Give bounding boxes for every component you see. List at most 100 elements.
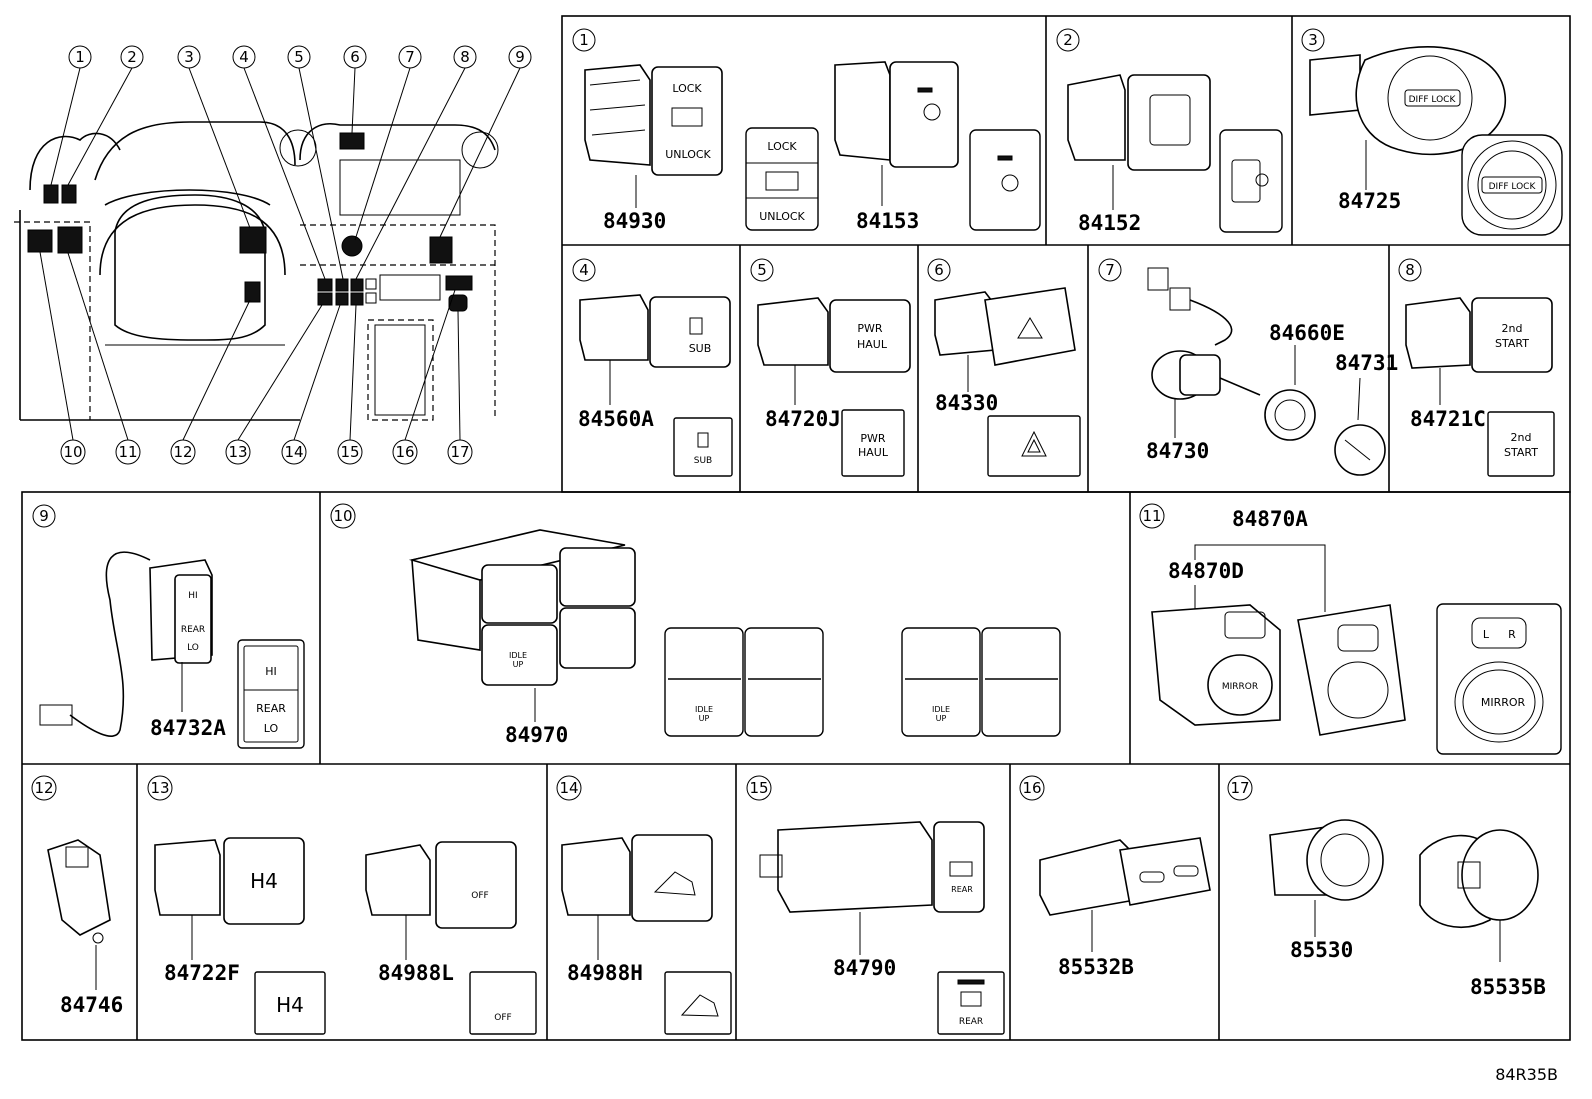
cell-3-number: 3	[1308, 31, 1318, 49]
headlight-level-icon	[923, 103, 941, 121]
part-84970: 84970	[505, 723, 568, 747]
cell-2-number: 2	[1063, 31, 1073, 49]
cell-15-number: 15	[749, 779, 768, 797]
cell-4: 4 SUB 84560A SUB	[572, 258, 733, 477]
cell-5: 5 PWR HAUL 84720J PWR HAUL	[750, 258, 911, 477]
cell-12: 12 84746	[31, 775, 123, 1017]
cell-15-rear-text: REAR	[951, 885, 973, 894]
cell-11-r-text: R	[1508, 628, 1516, 641]
cell-9-lo-text: LO	[187, 643, 199, 653]
cell-11-inset-mirror: MIRROR	[1481, 696, 1526, 709]
part-85532B: 85532B	[1058, 955, 1134, 979]
part-84721C: 84721C	[1410, 407, 1486, 431]
overview-callout-6: 6	[350, 48, 360, 66]
part-84730: 84730	[1146, 439, 1209, 463]
cell-10-inset-b-up: UP	[936, 714, 947, 723]
cell-10-inset-a-up: UP	[699, 714, 710, 723]
hazard-inset	[987, 415, 1081, 477]
overview-callout-7: 7	[405, 48, 415, 66]
headlight-level-inset-icon	[1001, 174, 1019, 192]
cell-11: 11 84870A 84870D MIRROR L R MIRROR	[1139, 503, 1562, 755]
overview-callout-12: 12	[173, 443, 192, 461]
overview-leaders	[39, 67, 521, 441]
cell-1-lock-text: LOCK	[672, 82, 702, 95]
part-84988L: 84988L	[378, 961, 454, 985]
cell-7: 7 84730 84660E 84731	[1098, 258, 1398, 476]
cell-3: 3 DIFF LOCK 84725 DIFF LOCK	[1301, 28, 1563, 236]
h4-inset	[254, 971, 326, 1035]
headlight-level-inset	[969, 129, 1041, 231]
overview-callouts-top: 1 2 3 4 5 6 7 8 9	[68, 45, 532, 69]
overview-callouts-bottom: 10 11 12 13 14 15 16 17	[60, 439, 473, 465]
part-85530: 85530	[1290, 938, 1353, 962]
cell-8-inset-start: START	[1504, 446, 1538, 459]
cell-17-number: 17	[1230, 779, 1249, 797]
hazard-inset-icon	[1021, 430, 1047, 457]
cell-9-hi-text: HI	[188, 591, 197, 601]
dashboard-overview: 1 2 3 4 5 6 7 8 9 10 11 12 13 14 15 16 1…	[14, 45, 532, 465]
cell-2: 2 84152	[1056, 28, 1283, 235]
overview-callout-15: 15	[340, 443, 359, 461]
cell-13-number: 13	[150, 779, 169, 797]
part-84330: 84330	[935, 391, 998, 415]
cell-14: 14 84988H	[556, 775, 732, 1035]
idle-up-inset-b: IDLE UP	[901, 627, 1061, 737]
part-84732A: 84732A	[150, 716, 226, 740]
cell-5-number: 5	[757, 261, 767, 279]
rear-defog-inset	[937, 971, 1005, 1035]
beam-icon	[1255, 173, 1269, 187]
cell-1-inset-unlock: UNLOCK	[759, 210, 805, 223]
cell-13-inset-h4: H4	[276, 993, 304, 1017]
cell-9-inset-hi: HI	[265, 665, 277, 678]
cell-9-inset-rear: REAR	[256, 702, 286, 715]
second-start-inset	[1487, 411, 1555, 477]
cell-8-number: 8	[1405, 261, 1415, 279]
cell-13-off-text: OFF	[471, 891, 488, 901]
overview-callout-10: 10	[63, 443, 82, 461]
headlight-beam-inset	[1219, 129, 1283, 233]
overview-callout-13: 13	[228, 443, 247, 461]
part-84988H: 84988H	[567, 961, 643, 985]
cell-17: 17 85530 85535B	[1227, 775, 1546, 999]
cell-3-inset-diff: DIFF LOCK	[1489, 182, 1537, 192]
seat-heater-inset	[237, 639, 305, 749]
part-84560A: 84560A	[578, 407, 654, 431]
fuel-inset-icon	[697, 432, 709, 448]
cell-4-number: 4	[579, 261, 589, 279]
cell-10-idle-text: IDLE	[509, 651, 527, 660]
pwr-haul-inset	[841, 409, 905, 477]
cell-4-sub-text: SUB	[689, 342, 712, 355]
cell-16: 16 85532B	[1019, 775, 1211, 979]
cell-11-mirror-text: MIRROR	[1222, 682, 1258, 692]
cell-16-number: 16	[1022, 779, 1041, 797]
part-84930: 84930	[603, 209, 666, 233]
fuel-icon	[689, 317, 703, 335]
cell-5-haul-text: HAUL	[857, 338, 888, 351]
cell-5-pwr-text: PWR	[857, 322, 883, 335]
cell-10-up-text: UP	[513, 660, 524, 669]
part-84870D: 84870D	[1168, 559, 1244, 583]
hill-descent-inset	[664, 971, 732, 1035]
overview-callout-3: 3	[184, 48, 194, 66]
cell-8-inset-2nd: 2nd	[1511, 431, 1532, 444]
traction-off-inset	[469, 971, 537, 1035]
part-84731: 84731	[1335, 351, 1398, 375]
cell-1-inset-lock: LOCK	[767, 140, 797, 153]
cell-3-diff-text: DIFF LOCK	[1409, 95, 1457, 105]
cell-9: 9 HI REAR LO 84732A HI REAR LO	[32, 504, 305, 749]
overview-callout-11: 11	[118, 443, 137, 461]
cell-1-number: 1	[579, 31, 589, 49]
cell-13: 13 H4 84722F H4 OFF 84988L OFF	[147, 775, 537, 1035]
cell-8-2nd-text: 2nd	[1502, 322, 1523, 335]
overview-callout-9: 9	[515, 48, 525, 66]
part-84725: 84725	[1338, 189, 1401, 213]
cell-15-inset-rear: REAR	[959, 1017, 983, 1027]
cell-6: 6 84330	[927, 258, 1081, 477]
hazard-icon	[1017, 317, 1043, 339]
part-84720J: 84720J	[765, 407, 841, 431]
overview-callout-17: 17	[450, 443, 469, 461]
grid-frame	[21, 15, 1571, 1041]
cell-8: 8 2nd START 84721C 2nd START	[1398, 258, 1555, 477]
cell-15: 15 REAR 84790 REAR	[746, 775, 1005, 1035]
